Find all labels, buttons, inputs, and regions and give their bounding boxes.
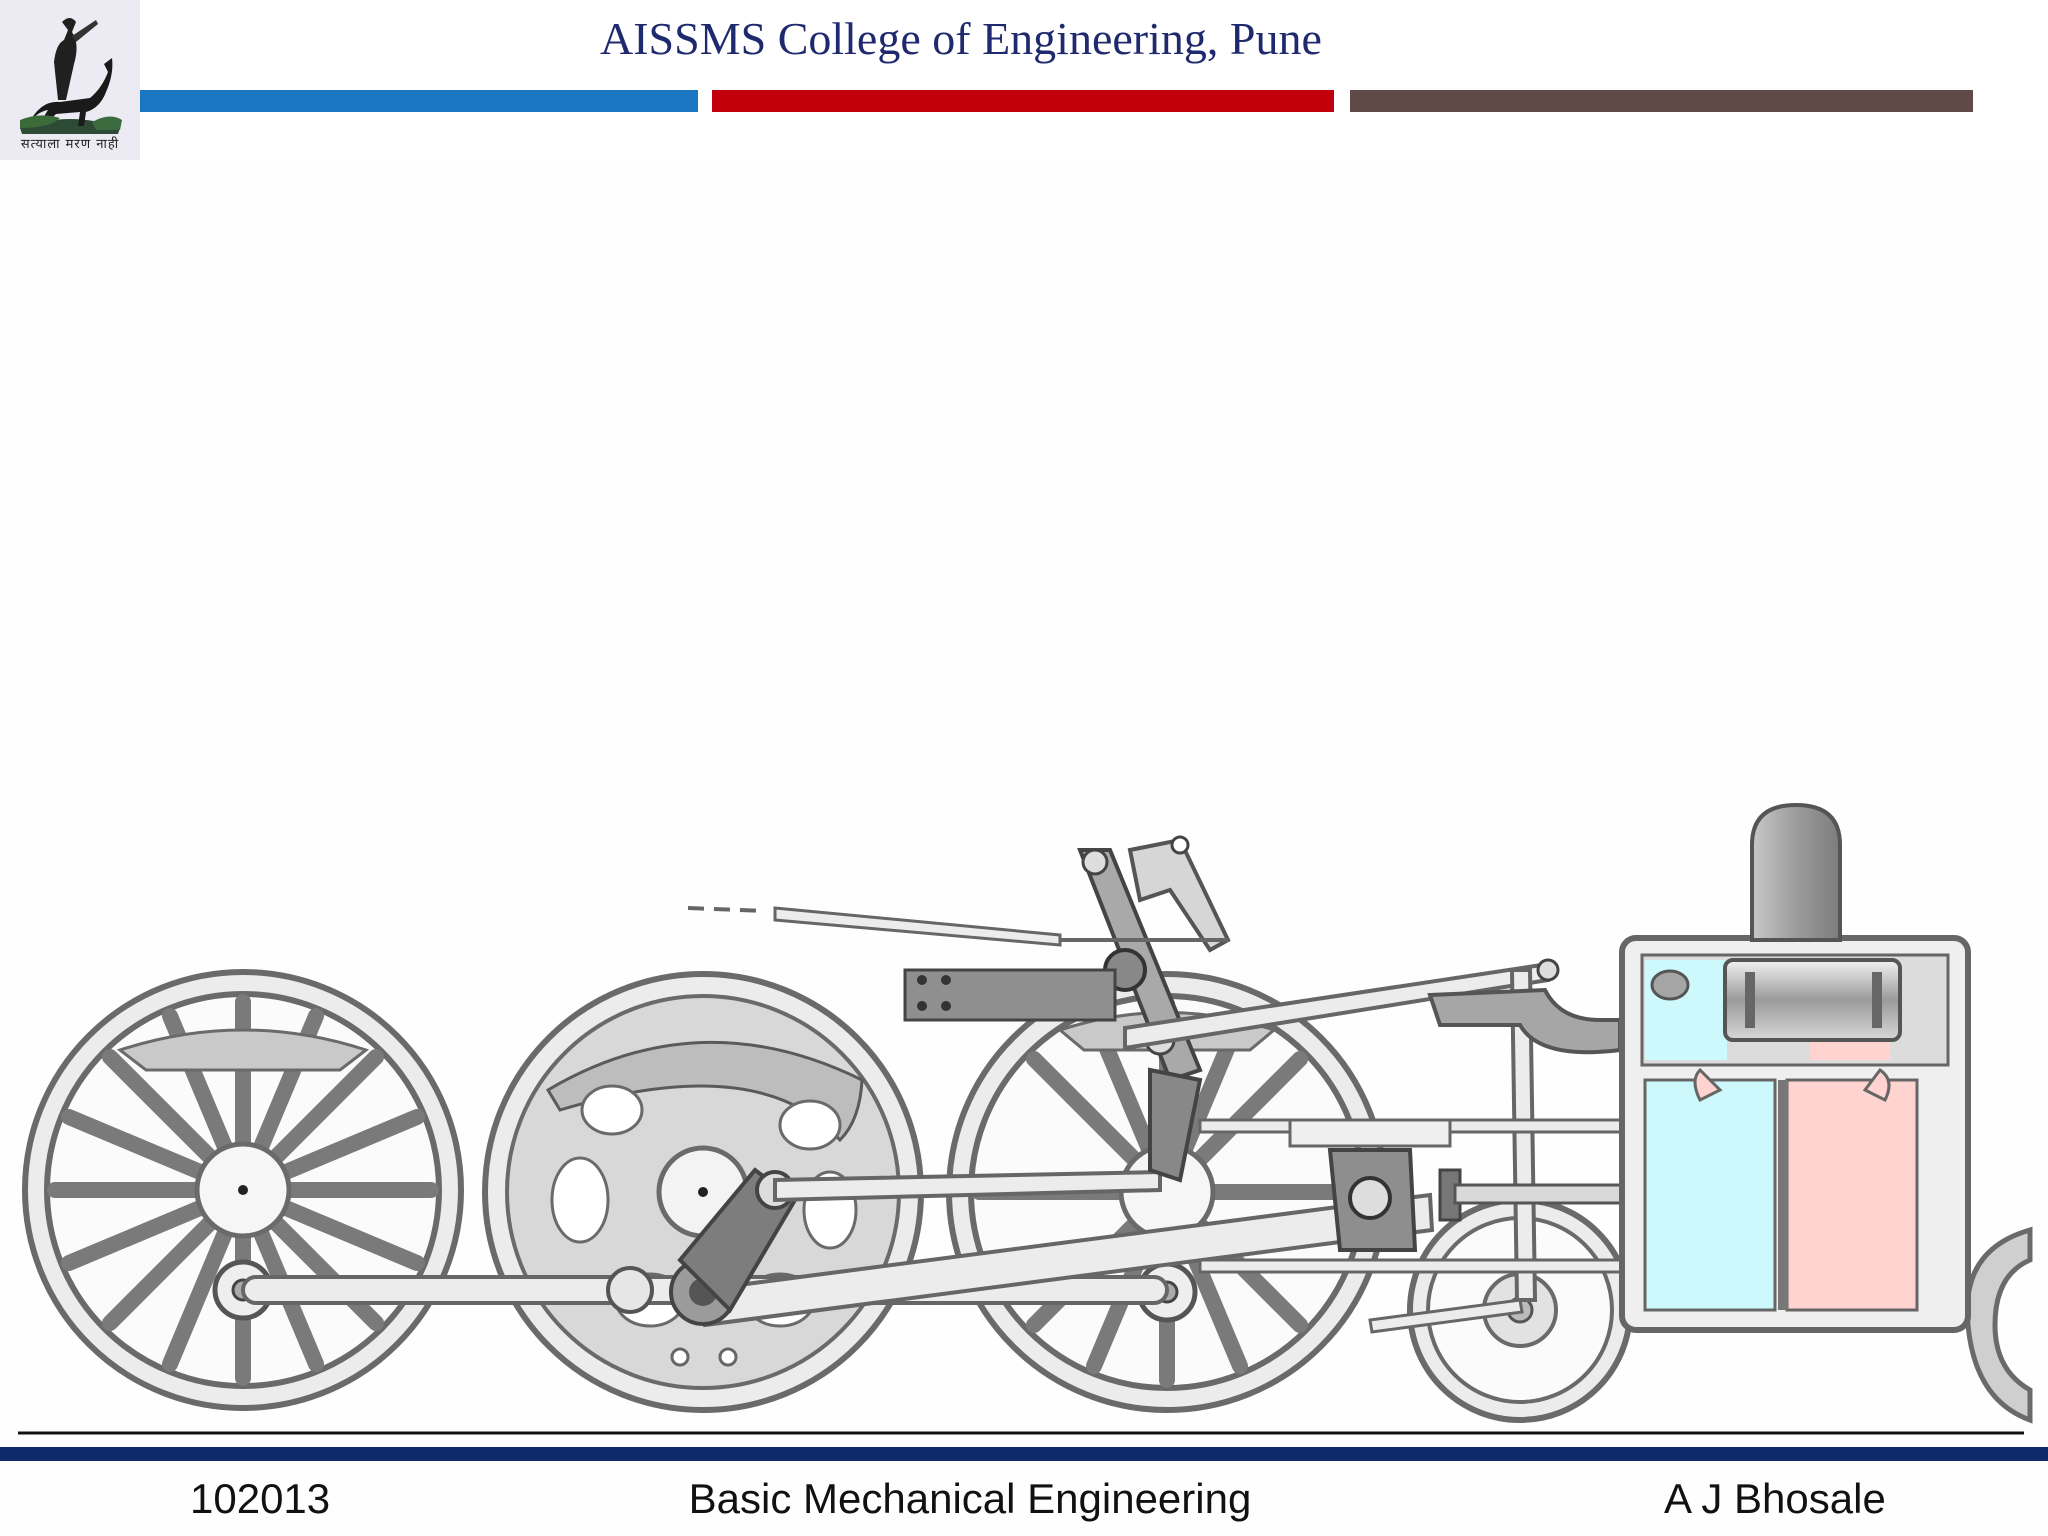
header-bar-brown [1350, 90, 1973, 112]
course-code: 102013 [190, 1475, 331, 1522]
crosshead [1198, 1118, 1642, 1274]
course-name: Basic Mechanical Engineering [688, 1475, 1252, 1522]
footer-divider [0, 1447, 2048, 1461]
header-bar-blue [140, 90, 698, 112]
author-name: A J Bhosale [1664, 1475, 1886, 1522]
horse-statue-icon [20, 18, 122, 134]
locomotive-valve-gear-illustration [18, 802, 2033, 1435]
steam-cylinder [1619, 935, 1971, 1333]
slide-header [0, 0, 2048, 160]
college-title: AISSMS College of Engineering, Pune [600, 13, 1322, 64]
logo-motto: सत्याला मरण नाही [20, 137, 120, 152]
driving-wheel-1 [22, 969, 464, 1411]
header-bar-red [712, 90, 1334, 112]
college-logo: सत्याला मरण नाही [0, 0, 140, 160]
